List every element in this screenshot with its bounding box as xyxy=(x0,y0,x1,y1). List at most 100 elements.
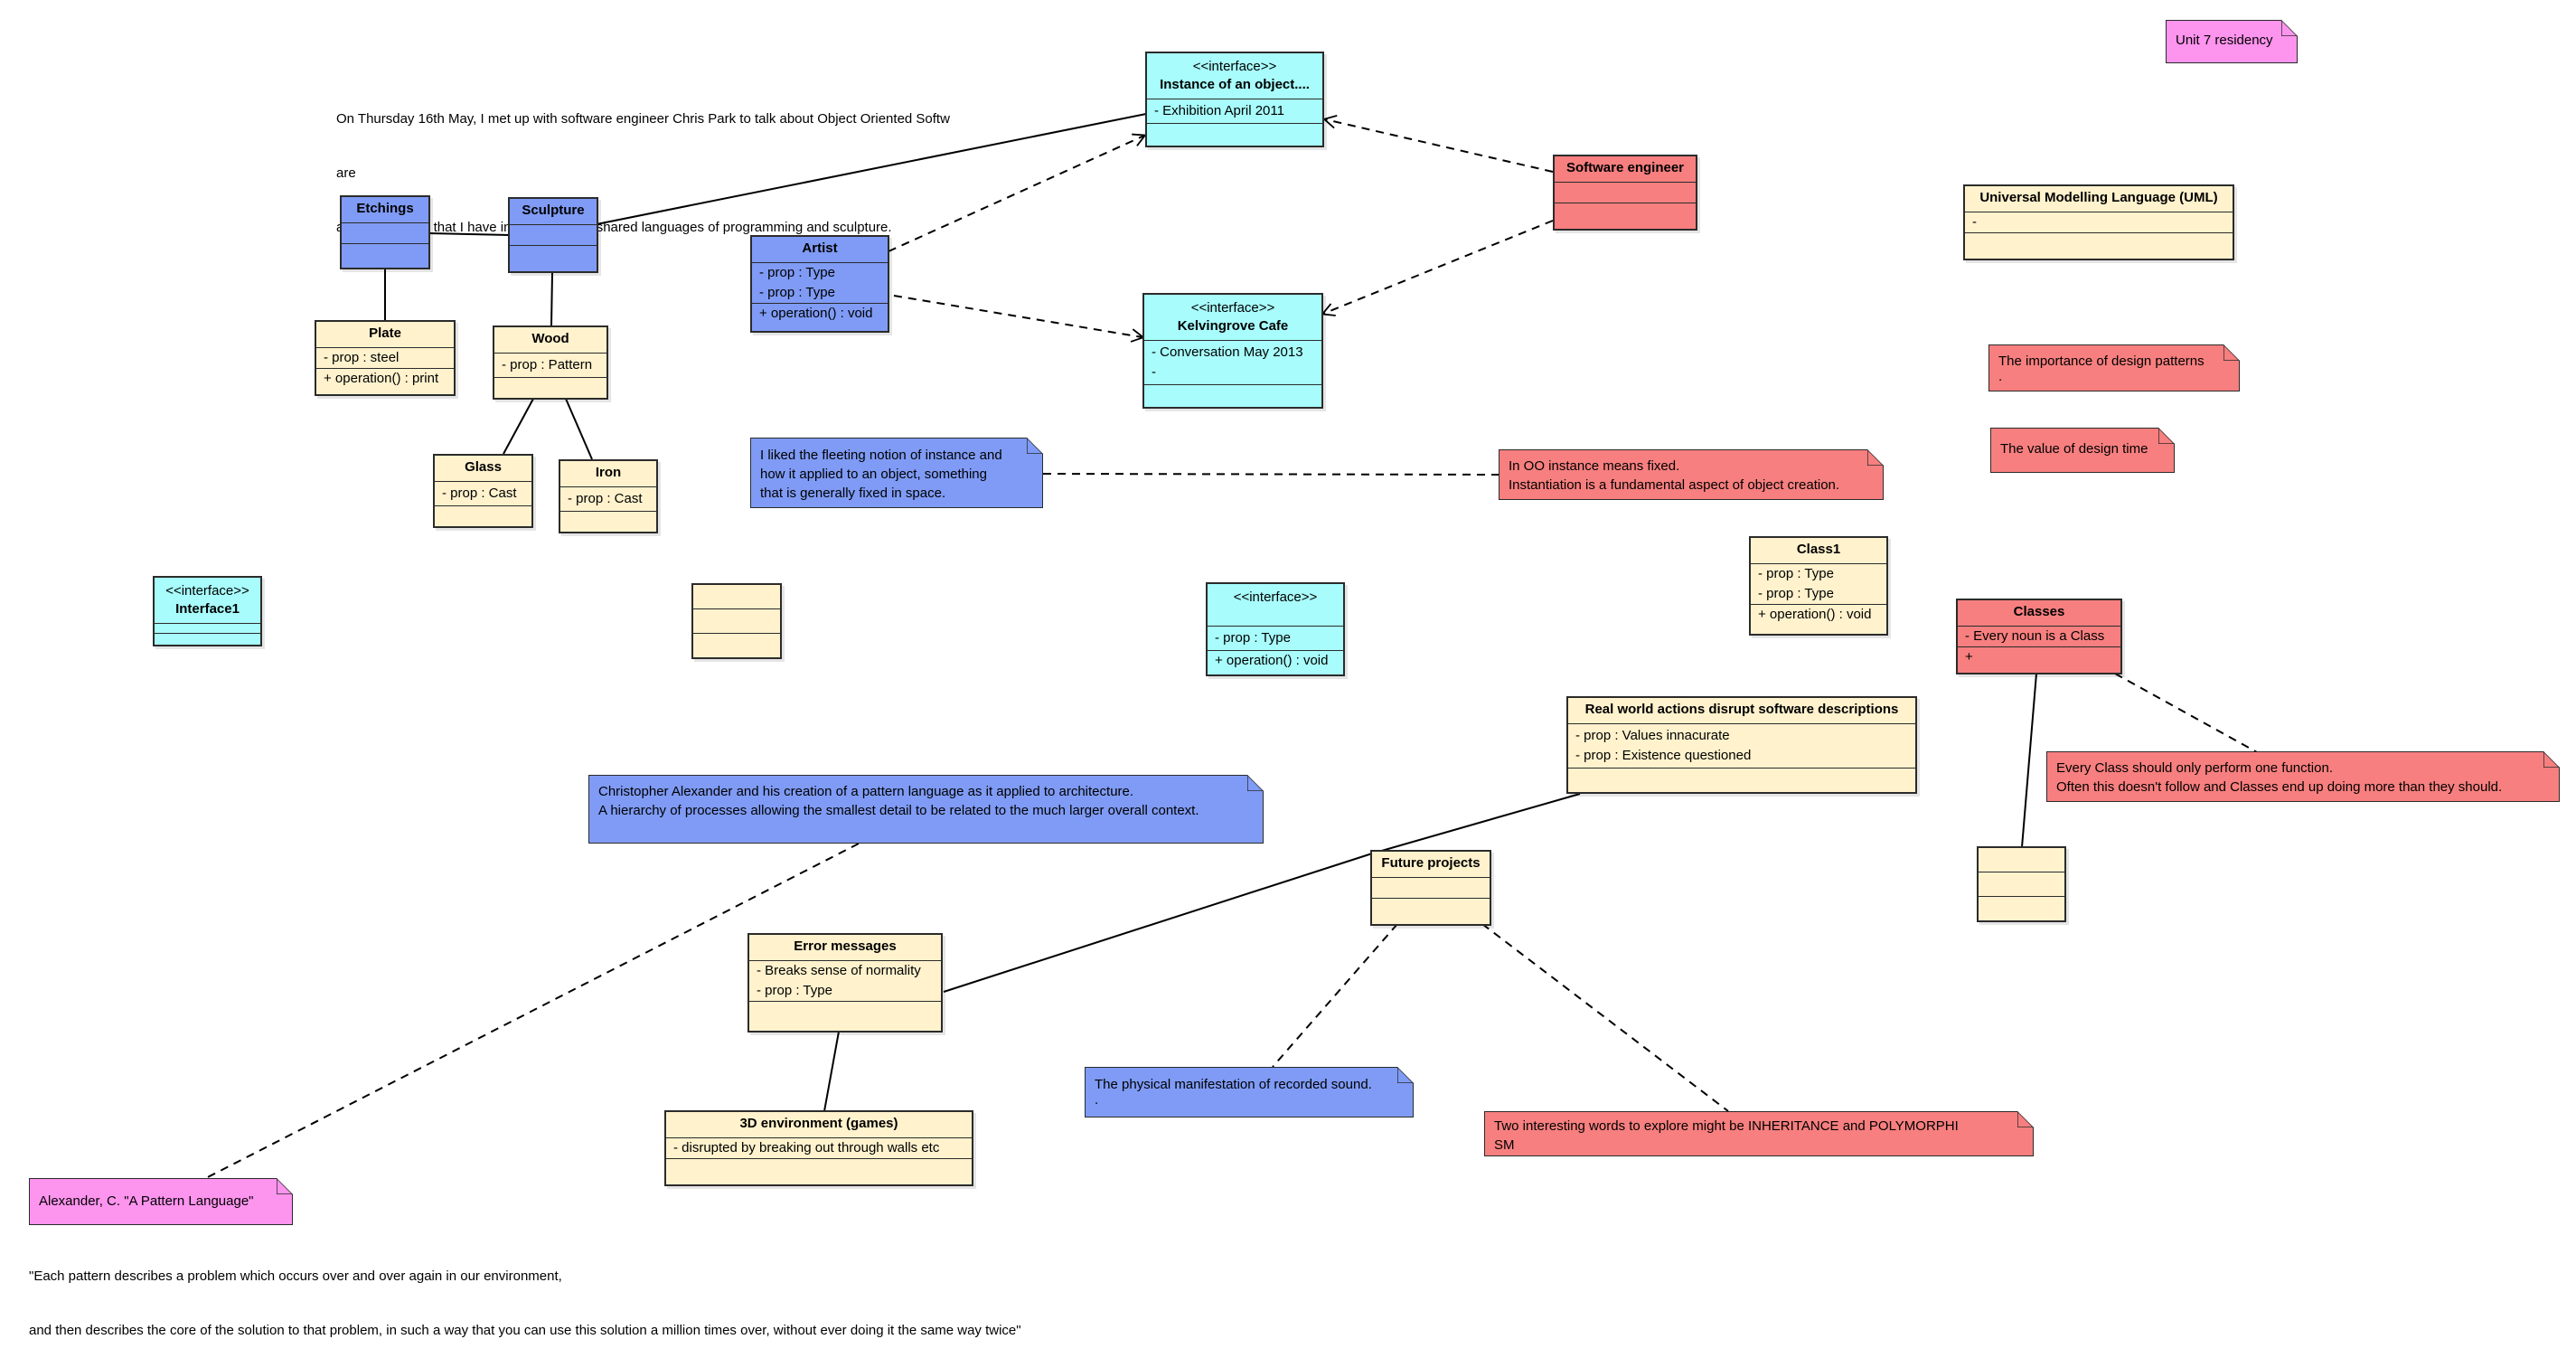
class-class1[interactable]: Class1 - prop : Type - prop : Type + ope… xyxy=(1749,536,1888,636)
class-software-engineer[interactable]: Software engineer xyxy=(1553,155,1697,231)
stereotype-label: <<interface>> xyxy=(1233,589,1318,605)
note-line: A hierarchy of processes allowing the sm… xyxy=(598,803,1199,818)
interface-kelvingrove-cafe[interactable]: <<interface>> Kelvingrove Cafe - Convers… xyxy=(1142,293,1323,409)
attr-row: - disrupted by breaking out through wall… xyxy=(673,1140,940,1155)
note-fold xyxy=(1867,449,1884,466)
class-name: Classes xyxy=(2013,604,2065,619)
edge-wood-iron xyxy=(565,398,593,460)
class-classes[interactable]: Classes - Every noun is a Class + xyxy=(1956,599,2122,674)
note-fold xyxy=(1397,1067,1414,1083)
class-future-projects[interactable]: Future projects xyxy=(1370,850,1491,926)
note-fold xyxy=(2223,344,2240,361)
class-ops xyxy=(1147,123,1322,142)
class-ops xyxy=(494,377,606,391)
class-ops xyxy=(342,243,428,264)
attr-row: - prop : steel xyxy=(324,350,400,365)
attr-row: - Every noun is a Class xyxy=(1965,628,2105,644)
interface-unnamed[interactable]: <<interface>> - prop : Type + operation(… xyxy=(1206,582,1345,676)
edge-future-physical xyxy=(1272,923,1398,1068)
class-attrs: - prop : Cast xyxy=(435,481,531,505)
class-attrs: - Every noun is a Class xyxy=(1958,626,2120,646)
class-unnamed-small[interactable] xyxy=(1977,846,2066,922)
attr-row: - prop : Type xyxy=(759,285,835,300)
class-unnamed-empty[interactable] xyxy=(691,583,782,659)
attr-row: - prop : Type xyxy=(1215,630,1291,646)
edge-classes-box xyxy=(2021,673,2037,848)
interface-instance-of-object[interactable]: <<interface>> Instance of an object.... … xyxy=(1145,52,1324,147)
class-ops xyxy=(1372,898,1490,919)
note-line: SM xyxy=(1494,1137,1515,1153)
note-fleeting-instance[interactable]: I liked the fleeting notion of instance … xyxy=(750,438,1043,508)
note-fold xyxy=(2543,751,2560,768)
class-name: Interface1 xyxy=(175,601,240,617)
class-plate[interactable]: Plate - prop : steel + operation() : pri… xyxy=(315,320,456,396)
note-physical-manifestation[interactable]: The physical manifestation of recorded s… xyxy=(1085,1067,1414,1118)
class-ops: + operation() : void xyxy=(1208,650,1343,671)
class-attrs: - prop : Type - prop : Type xyxy=(752,262,888,303)
class-etchings[interactable]: Etchings xyxy=(340,195,430,269)
class-attrs: - prop : Type - prop : Type xyxy=(1751,563,1886,604)
note-two-words[interactable]: Two interesting words to explore might b… xyxy=(1484,1111,2034,1156)
class-ops xyxy=(693,633,780,657)
class-attrs: - prop : steel xyxy=(316,347,454,368)
note-line: Two interesting words to explore might b… xyxy=(1494,1118,1959,1134)
class-attrs xyxy=(510,224,597,245)
stereotype-label: <<interface>> xyxy=(1192,59,1277,74)
note-line: that is generally fixed in space. xyxy=(760,486,946,501)
intro-line-1: On Thursday 16th May, I met up with soft… xyxy=(336,111,950,127)
attr-row: - Conversation May 2013 xyxy=(1152,344,1303,360)
attr-row: - xyxy=(1152,364,1156,380)
note-fold xyxy=(2158,428,2175,444)
class-attrs xyxy=(1372,877,1490,898)
note-line: Often this doesn't follow and Classes en… xyxy=(2056,779,2503,795)
note-every-class[interactable]: Every Class should only perform one func… xyxy=(2046,751,2560,802)
attr-row: - prop : Existence questioned xyxy=(1575,748,1752,763)
class-artist[interactable]: Artist - prop : Type - prop : Type + ope… xyxy=(750,235,889,333)
attr-row: - prop : Type xyxy=(1758,566,1834,581)
class-name: Error messages xyxy=(794,938,897,954)
class-name-empty xyxy=(1208,606,1343,626)
class-attrs: - prop : Type xyxy=(1208,626,1343,650)
note-christopher-alexander[interactable]: Christopher Alexander and his creation o… xyxy=(588,775,1264,844)
note-design-time[interactable]: The value of design time xyxy=(1990,428,2175,473)
class-ops xyxy=(435,505,531,519)
intro-line-2: are xyxy=(336,165,356,181)
class-ops xyxy=(1965,232,2233,257)
pattern-quote: "Each pattern describes a problem which … xyxy=(29,1231,1021,1358)
class-ops xyxy=(666,1158,972,1183)
note-oo-instance[interactable]: In OO instance means fixed. Instantiatio… xyxy=(1499,449,1884,500)
class-ops: + xyxy=(1958,646,2120,667)
note-line: Christopher Alexander and his creation o… xyxy=(598,784,1134,799)
class-name: Artist xyxy=(802,240,838,256)
class-name: Wood xyxy=(531,331,569,346)
op-row: + operation() : void xyxy=(1215,653,1329,668)
edge-sculpture-wood xyxy=(550,272,553,326)
class-attrs xyxy=(1555,182,1696,203)
class-real-world-actions[interactable]: Real world actions disrupt software desc… xyxy=(1566,696,1917,794)
class-error-messages[interactable]: Error messages - Breaks sense of normali… xyxy=(747,933,943,1033)
class-iron[interactable]: Iron - prop : Cast xyxy=(559,459,658,533)
class-wood[interactable]: Wood - prop : Pattern xyxy=(493,325,608,400)
note-alexander-book[interactable]: Alexander, C. "A Pattern Language" xyxy=(29,1178,293,1225)
attr-row: - prop : Type xyxy=(757,983,832,998)
class-3d-environment[interactable]: 3D environment (games) - disrupted by br… xyxy=(664,1110,973,1186)
class-sculpture[interactable]: Sculpture xyxy=(508,197,598,273)
stereotype-label: <<interface>> xyxy=(165,583,249,599)
class-uml[interactable]: Universal Modelling Language (UML) - xyxy=(1963,184,2234,260)
note-line: Unit 7 residency xyxy=(2176,33,2273,48)
class-attrs xyxy=(1979,872,2064,896)
interface-interface1[interactable]: <<interface>> Interface1 xyxy=(153,576,262,646)
note-line: The physical manifestation of recorded s… xyxy=(1095,1077,1372,1092)
edge-future-twowords xyxy=(1481,923,1729,1112)
class-ops: + operation() : print xyxy=(316,368,454,389)
class-attrs: - Breaks sense of normality - prop : Typ… xyxy=(749,960,941,1001)
note-fold xyxy=(1027,438,1043,454)
class-attrs: - disrupted by breaking out through wall… xyxy=(666,1137,972,1158)
class-name: Future projects xyxy=(1381,855,1481,871)
class-name: Real world actions disrupt software desc… xyxy=(1584,702,1899,717)
note-design-patterns[interactable]: The importance of design patterns . xyxy=(1988,344,2240,391)
class-glass[interactable]: Glass - prop : Cast xyxy=(433,454,533,528)
note-unit7-residency[interactable]: Unit 7 residency xyxy=(2166,20,2298,63)
note-fold xyxy=(2017,1111,2034,1127)
edge-fleeting-oo xyxy=(1042,473,1500,476)
